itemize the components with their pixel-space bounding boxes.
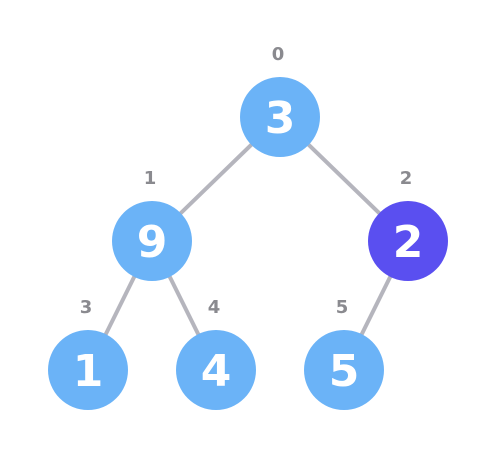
node-value: 1 — [73, 346, 104, 397]
tree-node-3: 13 — [48, 297, 128, 410]
node-circle-highlighted — [368, 201, 448, 281]
tree-node-0: 30 — [240, 44, 320, 157]
node-value: 9 — [137, 217, 168, 268]
tree-node-4: 44 — [176, 297, 256, 410]
node-circle — [112, 201, 192, 281]
node-index-label: 5 — [336, 297, 349, 318]
node-index-label: 1 — [144, 168, 157, 189]
node-value: 2 — [393, 217, 424, 268]
node-index-label: 2 — [400, 168, 413, 189]
node-index-label: 4 — [208, 297, 221, 318]
tree-node-2: 22 — [368, 168, 448, 281]
node-circle — [176, 330, 256, 410]
node-value: 5 — [329, 346, 360, 397]
node-value: 4 — [201, 346, 232, 397]
node-circle — [48, 330, 128, 410]
node-circle — [240, 77, 320, 157]
tree-node-5: 55 — [304, 297, 384, 410]
node-value: 3 — [265, 93, 296, 144]
node-index-label: 3 — [80, 297, 93, 318]
node-index-label: 0 — [272, 44, 285, 65]
tree-node-1: 91 — [112, 168, 192, 281]
node-circle — [304, 330, 384, 410]
